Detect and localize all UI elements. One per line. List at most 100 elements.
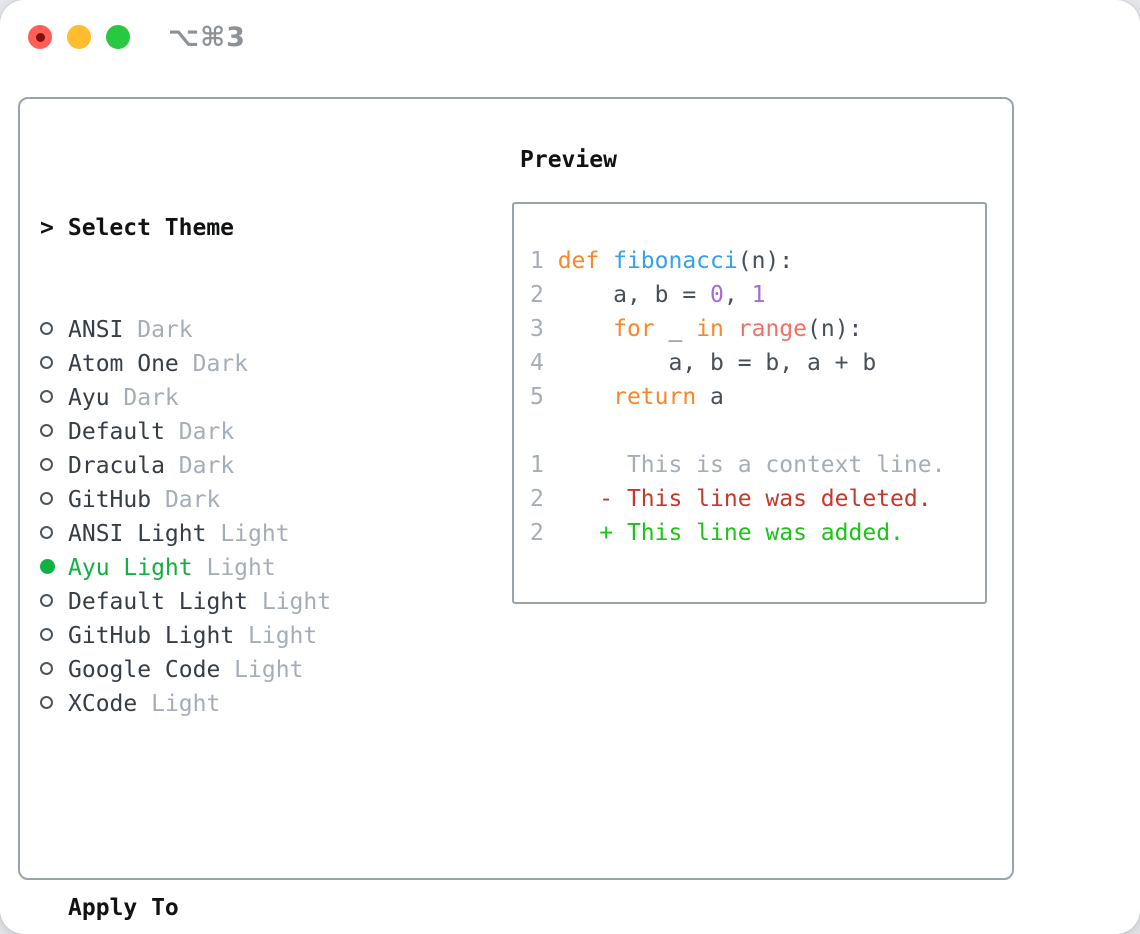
- radio-unselected-icon: [40, 390, 53, 403]
- radio-unselected-icon: [40, 458, 53, 471]
- theme-option-github[interactable]: GitHub Dark: [40, 483, 428, 517]
- radio-unselected-icon: [40, 492, 53, 505]
- line-number: 4: [530, 350, 558, 376]
- token-df: _: [654, 316, 697, 342]
- theme-variant-label: Dark: [151, 487, 221, 513]
- focus-caret: >: [40, 215, 54, 241]
- line-number: 5: [530, 384, 558, 410]
- radio-unselected-icon: [40, 662, 53, 675]
- traffic-lights: [28, 25, 130, 49]
- theme-option-label: Ayu: [68, 385, 110, 411]
- token-num: 0: [710, 282, 724, 308]
- theme-option-ayu[interactable]: Ayu Dark: [40, 381, 428, 415]
- token-add: + This line was added.: [557, 520, 904, 546]
- token-df: a, b = b, a + b: [557, 350, 877, 376]
- token-df: [724, 316, 738, 342]
- zoom-button[interactable]: [106, 25, 130, 49]
- theme-option-ansi[interactable]: ANSI Dark: [40, 313, 428, 347]
- diff-added-line: 2 + This line was added.: [530, 516, 977, 550]
- radio-unselected-icon: [40, 424, 53, 437]
- diff-context-line: 1 This is a context line.: [530, 448, 977, 482]
- theme-option-label: XCode: [68, 691, 138, 717]
- radio-unselected-icon: [40, 696, 53, 709]
- line-number: 1: [530, 248, 558, 274]
- code-line: 5 return a: [530, 380, 977, 414]
- theme-option-google-code[interactable]: Google Code Light: [40, 653, 428, 687]
- theme-option-default-light[interactable]: Default Light Light: [40, 585, 428, 619]
- theme-option-label: GitHub: [68, 487, 152, 513]
- token-df: a, b =: [557, 282, 711, 308]
- token-kw: def: [557, 248, 614, 274]
- theme-variant-label: Dark: [109, 385, 179, 411]
- token-df: [558, 384, 613, 410]
- code-line: 1 def fibonacci(n):: [530, 244, 977, 278]
- line-number: 2: [530, 520, 558, 546]
- theme-option-default[interactable]: Default Dark: [40, 415, 428, 449]
- token-kw: return: [613, 384, 697, 410]
- theme-option-label: Ayu Light: [68, 555, 193, 581]
- select-theme-header-label: Select Theme: [67, 215, 235, 241]
- line-number: 2: [530, 486, 558, 512]
- theme-option-label: Default Light: [68, 589, 249, 615]
- theme-variant-label: Light: [234, 623, 318, 649]
- theme-variant-label: Light: [248, 589, 332, 615]
- blank-line: [530, 414, 977, 448]
- token-kw: for: [613, 316, 655, 342]
- theme-option-atom-one[interactable]: Atom One Dark: [40, 347, 428, 381]
- token-del: - This line was deleted.: [557, 486, 932, 512]
- token-df: [558, 316, 613, 342]
- theme-option-xcode[interactable]: XCode Light: [40, 687, 428, 721]
- theme-option-label: ANSI Light: [68, 521, 207, 547]
- select-theme-header: > Select Theme: [40, 211, 428, 245]
- preview-header: Preview: [520, 147, 617, 173]
- token-kw: in: [696, 316, 724, 342]
- theme-option-label: ANSI: [68, 317, 124, 343]
- theme-option-label: Google Code: [68, 657, 221, 683]
- theme-option-label: Default: [68, 419, 165, 445]
- radio-unselected-icon: [40, 526, 53, 539]
- token-df: (n):: [737, 248, 794, 274]
- radio-unselected-icon: [40, 322, 53, 335]
- line-number: 1: [530, 452, 558, 478]
- token-bi: range: [737, 316, 807, 342]
- theme-option-ansi-light[interactable]: ANSI Light Light: [40, 517, 428, 551]
- theme-variant-label: Dark: [123, 317, 193, 343]
- theme-option-github-light[interactable]: GitHub Light Light: [40, 619, 428, 653]
- token-num: 1: [751, 282, 766, 308]
- theme-variant-label: Dark: [164, 453, 235, 479]
- theme-variant-label: Dark: [164, 419, 235, 445]
- diff-deleted-line: 2 - This line was deleted.: [530, 482, 977, 516]
- titlebar: ⌥⌘3: [0, 0, 1140, 74]
- theme-variant-label: Light: [137, 691, 221, 717]
- code-line: 2 a, b = 0, 1: [530, 278, 977, 312]
- token-df: (n):: [807, 316, 863, 342]
- code-line: 3 for _ in range(n):: [530, 312, 977, 346]
- window-shortcut-label: ⌥⌘3: [168, 22, 246, 53]
- theme-option-label: GitHub Light: [68, 623, 235, 649]
- line-number: 2: [530, 282, 558, 308]
- spacer: [40, 789, 428, 823]
- token-df: a: [696, 384, 724, 410]
- theme-variant-label: Dark: [178, 351, 249, 377]
- theme-variant-label: Light: [206, 521, 290, 547]
- token-df: ,: [723, 282, 752, 308]
- code-line: 4 a, b = b, a + b: [530, 346, 977, 380]
- radio-unselected-icon: [40, 594, 53, 607]
- theme-variant-label: Light: [220, 657, 304, 683]
- theme-variant-label: Light: [192, 555, 276, 581]
- right-column: Preview 1 def fibonacci(n):2 a, b = 0, 1…: [502, 143, 987, 604]
- theme-option-label: Atom One: [68, 351, 179, 377]
- theme-option-ayu-light[interactable]: Ayu Light Light: [40, 551, 428, 585]
- minimize-button[interactable]: [67, 25, 91, 49]
- theme-option-dracula[interactable]: Dracula Dark: [40, 449, 428, 483]
- token-ctx: This is a context line.: [557, 452, 946, 478]
- token-fn: fibonacci: [613, 248, 738, 274]
- apply-to-header: Apply To: [68, 895, 179, 921]
- close-button[interactable]: [28, 25, 52, 49]
- line-number: 3: [530, 316, 558, 342]
